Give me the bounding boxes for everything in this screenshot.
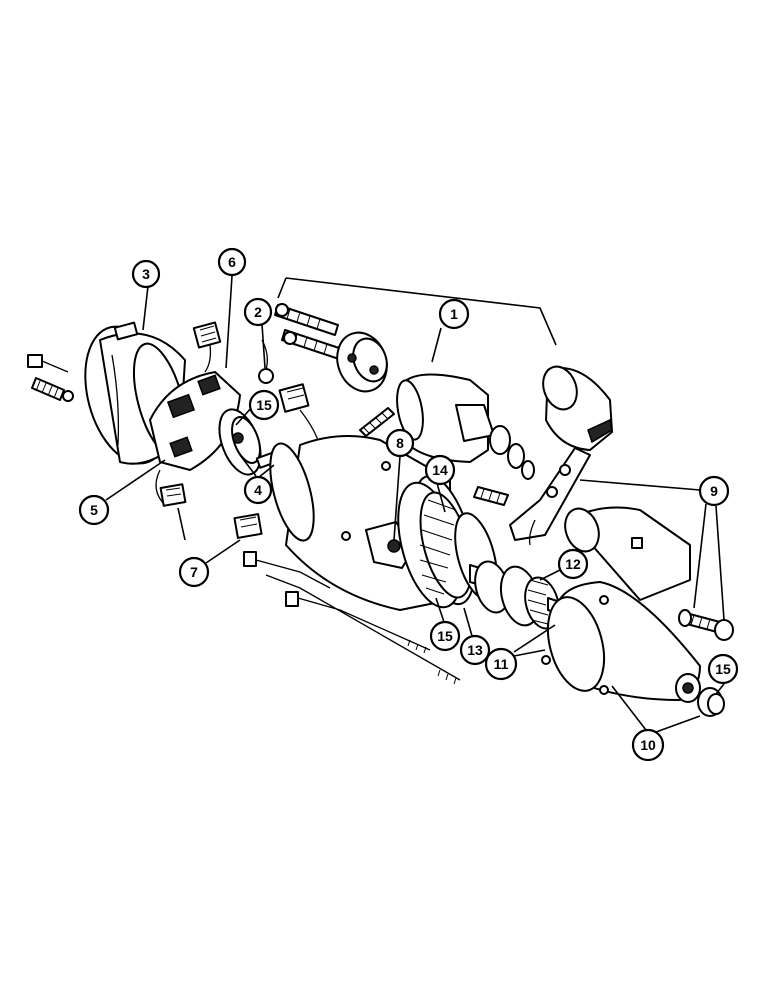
callout-label: 5	[90, 502, 98, 518]
callout-label: 11	[494, 656, 509, 672]
callout-3: 3	[131, 259, 161, 289]
callout-label: 15	[715, 661, 731, 677]
callout-label: 7	[190, 564, 198, 580]
callout-11: 11	[484, 647, 518, 681]
callout-8: 8	[385, 428, 415, 458]
callout-label: 1	[450, 306, 458, 322]
callout-15-lower: 15	[429, 620, 461, 652]
callout-10: 10	[631, 728, 665, 762]
plunger-pin	[473, 486, 509, 506]
drive-end-housing	[541, 506, 701, 703]
callout-1: 1	[438, 298, 470, 330]
solenoid-body	[396, 373, 535, 480]
solenoid-cylinder	[542, 365, 613, 451]
brush-holder-plate	[149, 371, 241, 506]
callout-9: 9	[698, 475, 730, 507]
brush-bottom-left	[159, 483, 187, 507]
solenoid-terminal-hardware	[274, 303, 346, 361]
callout-label: 12	[565, 556, 581, 572]
callout-label: 2	[254, 304, 262, 320]
callout-6: 6	[217, 247, 247, 277]
drive-end-bush	[697, 687, 725, 717]
through-bolts	[243, 551, 461, 685]
shift-lever	[509, 447, 591, 546]
callout-7: 7	[178, 556, 210, 588]
callout-label: 4	[254, 482, 262, 498]
callout-label: 15	[437, 628, 453, 644]
callout-15-right: 15	[707, 653, 739, 685]
callout-14: 14	[424, 454, 456, 486]
callout-12: 12	[557, 548, 589, 580]
leader-lines	[105, 275, 725, 733]
callout-label: 6	[228, 254, 236, 270]
callout-label: 15	[256, 397, 272, 413]
callout-label: 14	[432, 462, 448, 478]
callout-label: 9	[710, 483, 718, 499]
brush-upper-middle	[278, 383, 319, 441]
mounting-bolt	[678, 609, 734, 641]
callout-label: 10	[640, 737, 656, 753]
callout-label: 13	[467, 642, 483, 658]
terminal-stud	[258, 339, 274, 384]
callout-4: 4	[243, 475, 273, 505]
return-spring	[359, 407, 395, 437]
brush-top	[192, 321, 222, 373]
through-bolt-small	[27, 354, 74, 402]
callout-2: 2	[243, 297, 273, 327]
callout-13: 13	[459, 634, 491, 666]
solenoid-cover	[336, 331, 388, 393]
callout-15-upper: 15	[248, 389, 280, 421]
brush-bottom-right	[233, 513, 263, 539]
callout-label: 8	[396, 435, 404, 451]
callout-label: 3	[142, 266, 150, 282]
callout-5: 5	[78, 494, 110, 526]
